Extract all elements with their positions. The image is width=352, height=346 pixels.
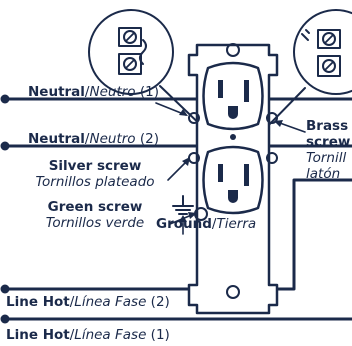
green-screw-es: Tornillos verde: [45, 215, 145, 231]
label-green-screw: Green screw Tornillos verde: [20, 199, 170, 231]
brass-screw-en-2: screw: [306, 134, 351, 150]
line-hot-2-es: Línea Fase: [74, 294, 147, 310]
pointer-lines: [155, 102, 306, 235]
label-neutral-1: Neutral/Neutro (1): [28, 84, 159, 100]
neutral-2-en: Neutral: [28, 131, 85, 147]
label-silver-screw: Silver screw Tornillos plateado: [20, 158, 170, 190]
ground-en: Ground: [156, 216, 212, 232]
neutral-2-es: Neutro: [89, 131, 136, 147]
ground-es: Tierra: [216, 216, 257, 232]
silver-screw-en: Silver screw: [48, 158, 142, 174]
brass-screw-es-1: Tornill: [306, 150, 347, 166]
label-neutral-2: Neutral/Neutro (2): [28, 131, 159, 147]
neutral-1-en: Neutral: [28, 84, 85, 100]
brass-screw-en-1: Brass: [306, 118, 349, 134]
line-hot-1-wire: [0, 314, 352, 324]
line-hot-2-wire: [0, 178, 352, 294]
label-line-hot-1: Line Hot/Línea Fase (1): [6, 327, 170, 343]
silver-screw-es: Tornillos plateado: [35, 174, 155, 190]
line-hot-1-es: Línea Fase: [74, 327, 147, 343]
neutral-2-num: (2): [139, 131, 159, 147]
line-hot-1-en: Line Hot: [6, 327, 70, 343]
label-line-hot-2: Line Hot/Línea Fase (2): [6, 294, 170, 310]
line-hot-2-num: (2): [150, 294, 170, 310]
neutral-1-es: Neutro: [89, 84, 136, 100]
line-hot-2-en: Line Hot: [6, 294, 70, 310]
ground-symbol-icon: [172, 195, 194, 215]
green-screw-en: Green screw: [47, 199, 143, 215]
label-ground: Ground/Tierra: [156, 216, 257, 232]
neutral-1-num: (1): [139, 84, 159, 100]
brass-screw-es-2: latón: [306, 166, 341, 182]
duplex-outlet-icon: [187, 43, 279, 315]
line-hot-1-num: (1): [150, 327, 170, 343]
screw-detail-right-icon: [261, 9, 352, 133]
neutral-2-wire: [0, 141, 352, 151]
label-brass-screw: Brass screw Tornill latón: [306, 118, 350, 182]
